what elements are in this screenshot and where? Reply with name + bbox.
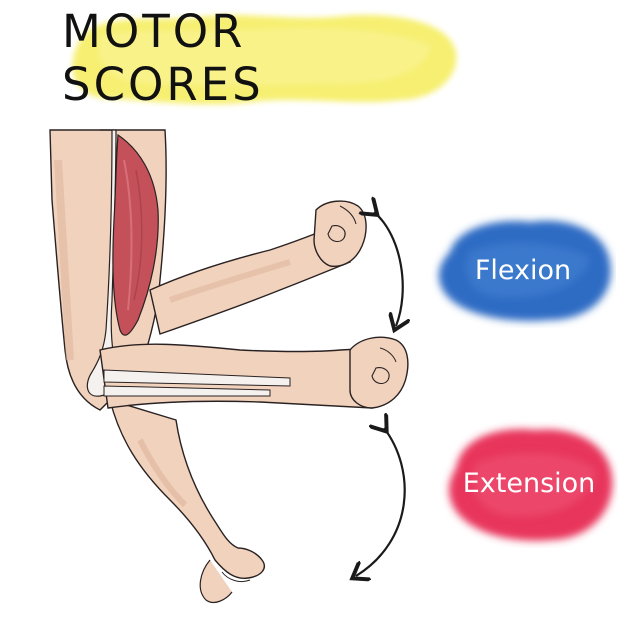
curved-double-arrow-icon: [374, 212, 403, 326]
middle-forearm: [99, 336, 409, 409]
extension-label: Extension: [462, 467, 596, 499]
flexion-blob: [438, 220, 611, 321]
flexed-forearm: [149, 200, 367, 335]
extended-forearm: [109, 398, 266, 604]
extension-label-container: Extension: [440, 418, 618, 548]
extension-blob: [449, 429, 613, 541]
flexion-label-container: Flexion: [430, 212, 616, 328]
flexion-label: Flexion: [474, 254, 572, 286]
curved-double-arrow-icon: [356, 428, 406, 576]
page-title: MOTOR SCORES: [62, 5, 264, 111]
title-highlight-blob: [72, 15, 457, 105]
title-highlight: MOTOR SCORES: [62, 5, 464, 111]
